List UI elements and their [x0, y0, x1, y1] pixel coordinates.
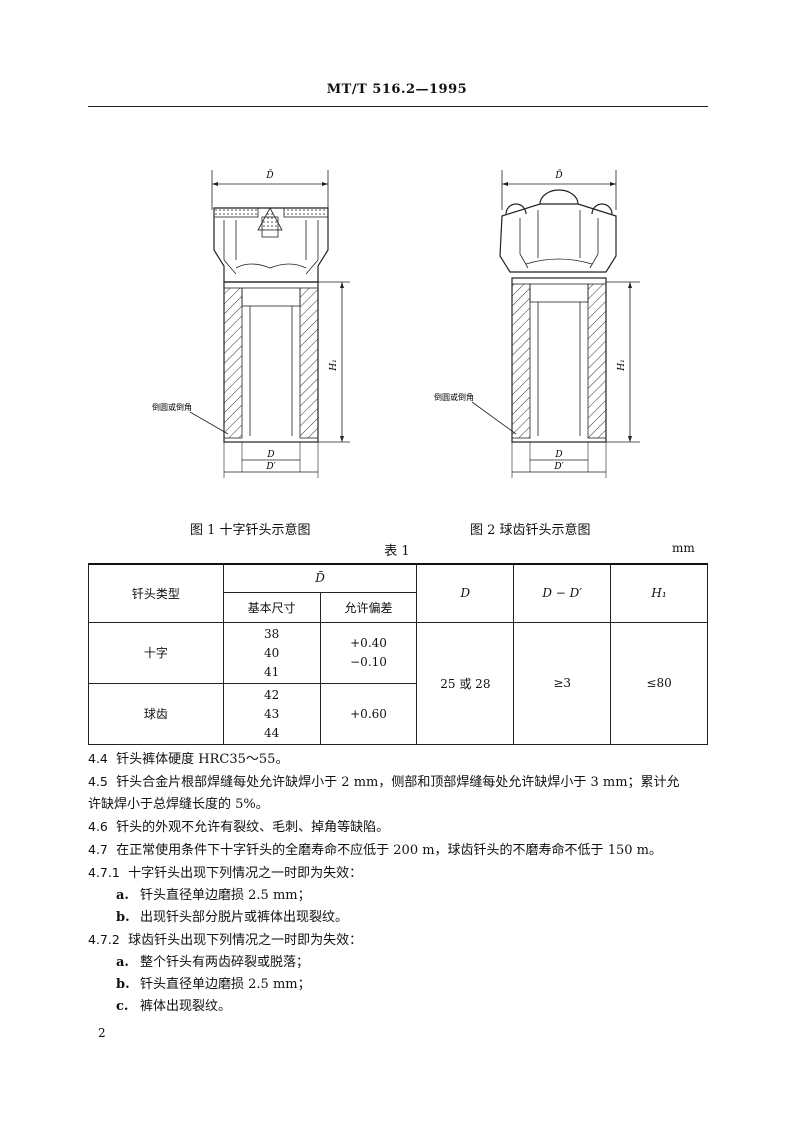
shared-h1: ≤80: [610, 621, 708, 745]
cross-size-2: 40: [264, 645, 280, 660]
item-letter: b.: [116, 910, 130, 925]
spec-table: 钎头类型 D̄ D D − D′ H₁ 基本尺寸 允许偏差 十字 38 40 4…: [88, 563, 708, 745]
button-size-1: 42: [264, 687, 280, 702]
header-h1: H₁: [610, 563, 708, 623]
fig1-h1-label: H₁: [329, 359, 339, 371]
page-number: 2: [98, 1026, 106, 1040]
header-dbar: D̄: [222, 563, 418, 593]
button-size-3: 44: [264, 725, 280, 740]
item-text: 整个钎头有两齿碎裂或脱落；: [140, 955, 310, 970]
fig2-h1-label: H₁: [617, 359, 627, 371]
header-d: D: [416, 563, 515, 623]
row-button-sizes: 42 43 44: [222, 682, 321, 745]
fig2-d-label: D: [554, 450, 562, 460]
item-letter: a.: [116, 888, 129, 903]
cross-size-1: 38: [264, 626, 280, 641]
header-basic-size: 基本尺寸: [222, 591, 321, 623]
clause-4-7-1-b: b. 出现钎头部分脱片或裤体出现裂纹。: [88, 907, 708, 929]
clause-text: 钎头的外观不允许有裂纹、毛刺、掉角等缺陷。: [116, 820, 390, 835]
row-button-tolerance: +0.60: [319, 682, 418, 745]
fig1-d-label: D: [266, 450, 274, 460]
requirements-text: 4.4 钎头裤体硬度 HRC35～55。 4.5 钎头合金片根部焊缝每处允许缺焊…: [88, 748, 708, 1018]
cross-tolerance-upper: +0.40: [350, 636, 387, 650]
header-d-minus-dprime: D − D′: [513, 563, 612, 623]
clause-number: 4.7.1: [88, 865, 120, 880]
clause-number: 4.4: [88, 751, 108, 766]
header-d-minus-dprime-symbol: D − D′: [542, 586, 583, 601]
item-letter: c.: [116, 999, 129, 1014]
table-title: 表 1: [384, 544, 410, 559]
shared-d-minus-dprime: ≥3: [513, 621, 612, 745]
header-type: 钎头类型: [88, 563, 224, 623]
cross-tolerance-lower: −0.10: [350, 655, 387, 669]
clause-number: 4.6: [88, 819, 108, 834]
clause-text: 十字钎头出现下列情况之一时即为失效：: [128, 866, 363, 881]
clause-number: 4.7: [88, 842, 108, 857]
header-rule: [88, 106, 708, 107]
clause-4-5: 4.5 钎头合金片根部焊缝每处允许缺焊小于 2 mm，侧部和顶部焊缝每处允许缺焊…: [88, 771, 708, 794]
cross-size-3: 41: [264, 664, 280, 679]
clause-4-7-2-a: a. 整个钎头有两齿碎裂或脱落；: [88, 952, 708, 974]
fig1-dbar-label: D̄: [265, 169, 273, 181]
clause-4-7-2-b: b. 钎头直径单边磨损 2.5 mm；: [88, 974, 708, 996]
fig2-dprime-label: D′: [553, 462, 563, 472]
doc-header: MT/T 516.2—1995: [326, 82, 468, 97]
fig2-chamfer-label: 倒圆或倒角: [434, 392, 474, 402]
clause-text: 钎头合金片根部焊缝每处允许缺焊小于 2 mm，侧部和顶部焊缝每处允许缺焊小于 3…: [116, 775, 680, 790]
clause-4-7-1-a: a. 钎头直径单边磨损 2.5 mm；: [88, 885, 708, 907]
button-size-2: 43: [264, 706, 280, 721]
clause-4-6: 4.6 钎头的外观不允许有裂纹、毛刺、掉角等缺陷。: [88, 816, 708, 839]
clause-4-7-2-c: c. 裤体出现裂纹。: [88, 996, 708, 1018]
clause-4-4: 4.4 钎头裤体硬度 HRC35～55。: [88, 748, 708, 771]
header-h1-symbol: H₁: [651, 586, 667, 601]
row-cross-tolerance: +0.40 −0.10: [319, 621, 418, 684]
item-text: 裤体出现裂纹。: [140, 999, 232, 1014]
item-letter: b.: [116, 977, 130, 992]
clause-number: 4.7.2: [88, 932, 120, 947]
clause-number: 4.5: [88, 774, 108, 789]
row-button-type: 球齿: [88, 682, 224, 745]
header-tolerance: 允许偏差: [319, 591, 418, 623]
figure-1-caption: 图 1 十字钎头示意图: [190, 523, 311, 538]
clause-text: 钎头裤体硬度 HRC35～55。: [116, 752, 289, 767]
item-text: 钎头直径单边磨损 2.5 mm；: [140, 977, 311, 992]
clause-text: 球齿钎头出现下列情况之一时即为失效：: [128, 933, 363, 948]
fig1-chamfer-label: 倒圆或倒角: [152, 402, 192, 412]
row-cross-sizes: 38 40 41: [222, 621, 321, 684]
fig1-dprime-label: D′: [265, 462, 275, 472]
figure-1-cross-bit: D̄ H₁ 倒圆或倒角 D D′: [152, 169, 350, 478]
clause-4-5-cont: 许缺焊小于总焊缝长度的 5%。: [88, 797, 269, 812]
clause-4-7-1: 4.7.1 十字钎头出现下列情况之一时即为失效：: [88, 862, 708, 885]
item-text: 出现钎头部分脱片或裤体出现裂纹。: [140, 910, 349, 925]
header-d-symbol: D: [460, 586, 471, 601]
clause-4-7-2: 4.7.2 球齿钎头出现下列情况之一时即为失效：: [88, 929, 708, 952]
clause-text: 在正常使用条件下十字钎头的全磨寿命不应低于 200 m，球齿钎头的不磨寿命不低于…: [116, 843, 662, 858]
clause-4-7: 4.7 在正常使用条件下十字钎头的全磨寿命不应低于 200 m，球齿钎头的不磨寿…: [88, 839, 708, 862]
shared-d: 25 或 28: [416, 621, 515, 745]
figure-2-caption: 图 2 球齿钎头示意图: [470, 523, 591, 538]
table-unit: mm: [672, 541, 695, 555]
row-cross-type: 十字: [88, 621, 224, 684]
item-text: 钎头直径单边磨损 2.5 mm；: [140, 888, 311, 903]
header-dbar-symbol: D̄: [315, 571, 325, 586]
figure-2-button-bit: D̄ H₁ 倒圆或倒角 D D′: [434, 169, 640, 478]
fig2-dbar-label: D̄: [554, 169, 562, 181]
item-letter: a.: [116, 955, 129, 970]
